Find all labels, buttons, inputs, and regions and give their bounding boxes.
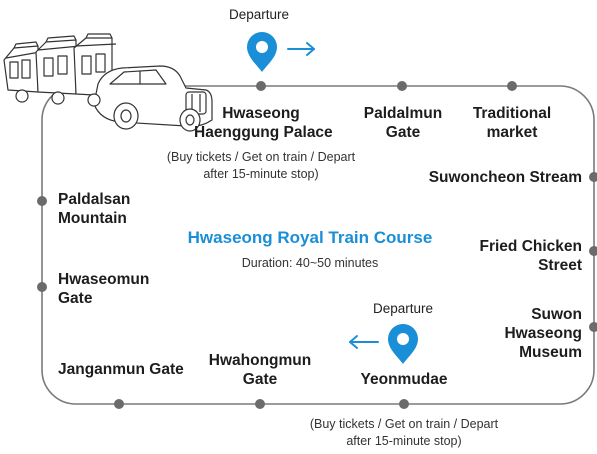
stop-suwon-museum: Suwon Hwaseong Museum: [470, 305, 582, 362]
map-pin-icon: [247, 32, 277, 72]
stop-label-line: Museum: [519, 344, 582, 361]
stop-dot-hwahongmun: [255, 399, 265, 409]
stop-label-line: market: [486, 124, 538, 141]
stop-fried-chicken: Fried Chicken Street: [440, 237, 583, 275]
route-loop: [41, 85, 595, 405]
stop-label-line: Hwahongmun: [208, 352, 312, 369]
stop-label-line: Paldalmun: [363, 105, 443, 122]
stop-dot-paldalsan: [37, 196, 47, 206]
stop-dot-hwaseomun: [37, 282, 47, 292]
note-line: after 15-minute stop): [346, 434, 462, 448]
stop-paldalmun: Paldalmun Gate: [358, 104, 448, 142]
stop-label-line: Traditional: [472, 105, 552, 122]
stop-label-line: Haenggung Palace: [194, 124, 333, 141]
stop-hwahongmun: Hwahongmun Gate: [205, 351, 315, 389]
course-title: Hwaseong Royal Train Course: [187, 228, 433, 247]
departure-note-top: (Buy tickets / Get on train / Depart aft…: [162, 149, 360, 183]
stop-janganmun: Janganmun Gate: [58, 361, 184, 378]
train-illustration: [3, 33, 213, 132]
stop-label-line: Paldalsan: [58, 191, 131, 208]
stop-label-line: Mountain: [58, 210, 127, 227]
stop-label-line: Hwaseong: [222, 105, 300, 122]
stop-label-line: Gate: [58, 290, 93, 307]
note-line: after 15-minute stop): [203, 167, 319, 181]
stop-hwaseomun: Hwaseomun Gate: [58, 270, 149, 308]
stop-dot-paldalmun: [397, 81, 407, 91]
stop-label-line: Hwaseong: [504, 325, 582, 342]
note-line: (Buy tickets / Get on train / Depart: [166, 150, 356, 164]
stop-label-line: Hwaseomun: [58, 271, 150, 288]
stop-label-line: Street: [538, 257, 582, 274]
departure-label-top: Departure: [229, 7, 290, 22]
stop-dot-fried-chicken: [589, 246, 597, 256]
stop-hwaseong-palace: Hwaseong Haenggung Palace: [194, 104, 333, 142]
stop-suwoncheon: Suwoncheon Stream: [428, 169, 582, 186]
stop-paldalsan: Paldalsan Mountain: [58, 190, 130, 228]
stop-dot-suwon-museum: [589, 322, 597, 332]
map-pin-icon: [388, 324, 418, 364]
stop-label-line: Gate: [242, 371, 278, 388]
stop-dots: [37, 81, 597, 409]
stop-dot-hwaseong-palace: [256, 81, 266, 91]
stop-label-line: Suwon: [531, 306, 582, 323]
note-line: (Buy tickets / Get on train / Depart: [309, 417, 499, 431]
stop-dot-yeonmudae: [399, 399, 409, 409]
stop-traditional-market: Traditional market: [462, 104, 562, 142]
stop-dot-janganmun: [114, 399, 124, 409]
departure-label-bottom: Departure: [373, 301, 434, 316]
stop-label-line: Gate: [385, 124, 421, 141]
stop-yeonmudae: Yeonmudae: [360, 371, 448, 388]
arrow-left-icon: [349, 335, 379, 349]
course-duration: Duration: 40~50 minutes: [241, 256, 379, 270]
stop-label-line: Fried Chicken: [479, 238, 583, 255]
stop-dot-suwoncheon: [589, 172, 597, 182]
arrow-right-icon: [287, 42, 315, 56]
stop-dot-traditional-market: [507, 81, 517, 91]
departure-note-bottom: (Buy tickets / Get on train / Depart aft…: [305, 416, 503, 450]
